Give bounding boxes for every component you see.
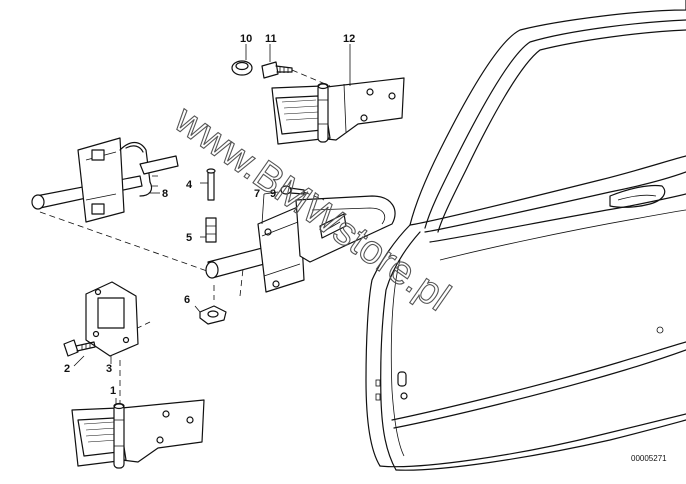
- callout-1: 1: [110, 385, 116, 397]
- door-check-8: [31, 137, 179, 223]
- callout-8: 8: [162, 188, 168, 200]
- plate-3: [85, 281, 139, 357]
- cap-10: [231, 60, 253, 76]
- upper-hinge: [271, 77, 405, 145]
- callout-9: 9: [270, 188, 276, 200]
- screw-9: [280, 185, 325, 201]
- callout-6: 6: [184, 294, 190, 306]
- bushing-5: [205, 217, 217, 243]
- check-arm-7: [205, 195, 396, 293]
- callout-5: 5: [186, 232, 192, 244]
- callout-7: 7: [254, 188, 260, 200]
- callout-2: 2: [64, 363, 70, 375]
- callout-labels: 10 11 12 8 4 7 9 5 6 2 3 1: [64, 33, 355, 397]
- pin-4: [206, 168, 216, 201]
- lower-hinge: [71, 399, 205, 469]
- callout-10: 10: [240, 33, 252, 45]
- callout-12: 12: [343, 33, 355, 45]
- bolt-11: [261, 61, 331, 87]
- bolt-2: [63, 339, 96, 357]
- door-shell: [365, 0, 686, 471]
- nut-6: [199, 305, 227, 325]
- callout-4: 4: [186, 179, 193, 191]
- leader-lines: [73, 44, 351, 404]
- diagram-part-number: 00005271: [631, 454, 667, 463]
- callout-11: 11: [265, 33, 277, 45]
- callout-3: 3: [106, 363, 112, 375]
